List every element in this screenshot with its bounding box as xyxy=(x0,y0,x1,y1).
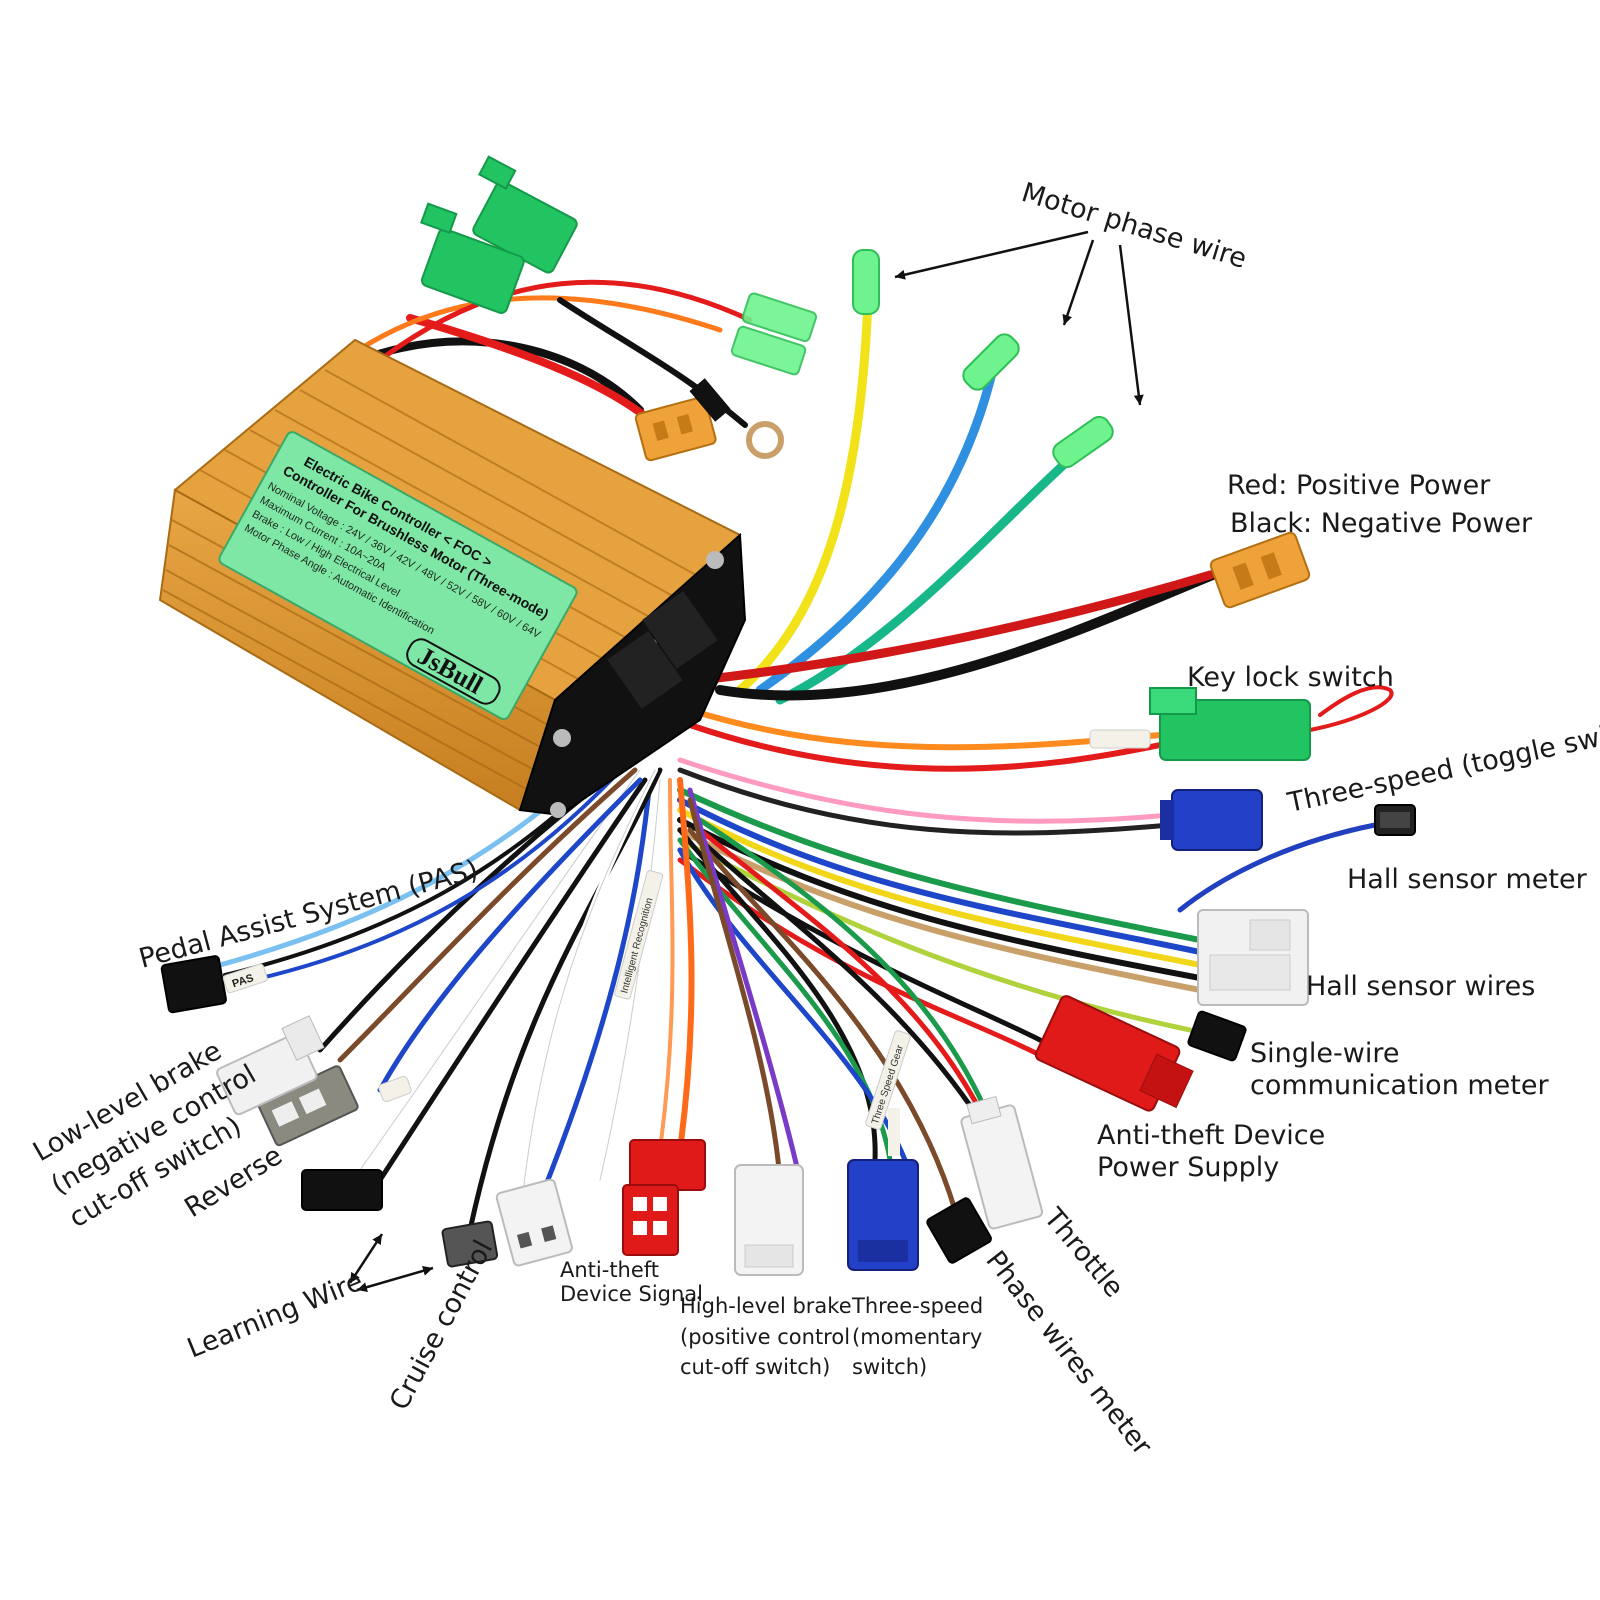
xt60-connector-main xyxy=(1209,531,1311,609)
label-three-speed-mom-2: (momentary xyxy=(852,1325,982,1349)
label-motor-phase-wire: Motor phase wire xyxy=(1018,177,1250,275)
cruise-connector xyxy=(495,1178,573,1267)
label-hall-wires: Hall sensor wires xyxy=(1306,971,1535,1002)
label-hall-meter: Hall sensor meter xyxy=(1347,864,1588,895)
label-high-brake-2: (positive control xyxy=(680,1325,850,1349)
callout-arrows xyxy=(348,230,1144,1293)
label-key-lock: Key lock switch xyxy=(1187,662,1394,693)
hall-sensor-connector xyxy=(1197,909,1309,1006)
antitheft-signal-connector xyxy=(622,1139,706,1256)
xt60-connector-small xyxy=(634,396,717,462)
high-brake-connector xyxy=(734,1164,804,1276)
low-brake-connector xyxy=(216,1015,325,1116)
hall-meter-connector xyxy=(1374,804,1416,836)
antitheft-power-connector xyxy=(1034,995,1194,1112)
learning-wire-connectors xyxy=(301,1169,499,1268)
label-high-brake-1: High-level brake xyxy=(680,1294,852,1318)
single-wire-connector xyxy=(1187,1010,1247,1062)
phase-meter-connector xyxy=(926,1197,992,1264)
label-high-brake-3: cut-off switch) xyxy=(680,1355,830,1379)
throttle-connector xyxy=(960,1095,1044,1230)
three-speed-toggle-connector xyxy=(1160,789,1263,851)
phase-bullet-connectors xyxy=(852,249,1114,469)
top-green-connectors xyxy=(420,155,818,376)
label-antitheft-signal-2: Device Signal xyxy=(560,1282,703,1306)
pas-connector: PAS xyxy=(160,955,268,1014)
label-throttle: Throttle xyxy=(1037,1202,1129,1304)
label-antitheft-power-1: Anti-theft Device xyxy=(1097,1120,1325,1151)
key-lock-connector xyxy=(1089,687,1311,761)
label-single-wire-2: communication meter xyxy=(1250,1070,1549,1101)
label-single-wire-1: Single-wire xyxy=(1250,1038,1399,1069)
label-power-black: Black: Negative Power xyxy=(1230,508,1533,539)
three-speed-momentary-connector xyxy=(847,1108,919,1271)
wire-harness xyxy=(217,279,1394,1233)
label-antitheft-signal-1: Anti-theft xyxy=(560,1258,659,1282)
label-cruise: Cruise control xyxy=(384,1235,499,1415)
labels: Motor phase wire Red: Positive Power Bla… xyxy=(28,177,1600,1462)
label-three-speed-mom-1: Three-speed xyxy=(851,1294,983,1318)
ring-terminal xyxy=(689,378,784,459)
label-phase-meter: Phase wires meter xyxy=(979,1245,1158,1462)
reverse-connector xyxy=(257,1065,412,1147)
label-learning: Learning Wire xyxy=(183,1266,368,1365)
label-antitheft-power-2: Power Supply xyxy=(1097,1152,1279,1183)
label-three-speed-mom-3: switch) xyxy=(852,1355,927,1379)
label-power-red: Red: Positive Power xyxy=(1227,470,1491,501)
